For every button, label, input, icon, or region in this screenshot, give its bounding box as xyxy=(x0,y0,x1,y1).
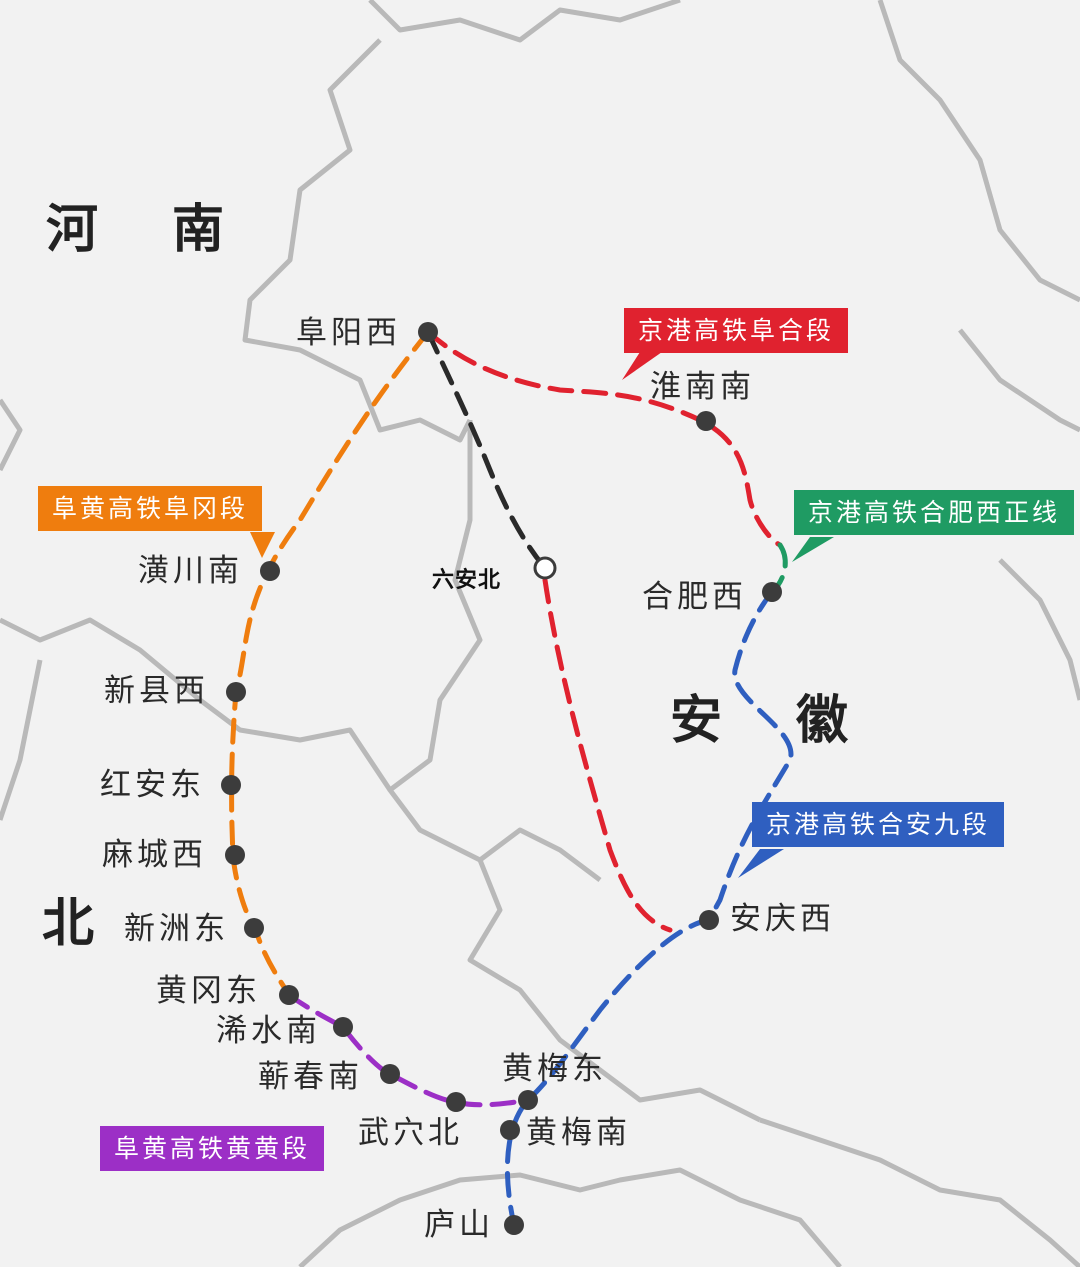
boundary-henan-anhui xyxy=(242,38,473,443)
station-label-xishui-nan: 浠水南 xyxy=(216,1013,321,1049)
station-dot-hongan-dong xyxy=(221,775,241,795)
station-dot-huainan-nan xyxy=(696,411,716,431)
label-pointers xyxy=(250,352,834,878)
station-label-huanggang-dong: 黄冈东 xyxy=(156,973,261,1009)
station-label-hefei-xi: 合肥西 xyxy=(642,579,747,615)
station-label-qichun-nan: 蕲春南 xyxy=(258,1059,363,1095)
region-anhui-char-2: 徽 xyxy=(796,690,849,751)
boundary-hubei-east xyxy=(467,859,762,1123)
station-label-lu-an-bei: 六安北 xyxy=(432,568,502,593)
station-dot-xinzhou-dong xyxy=(244,918,264,938)
boundary-west xyxy=(0,398,23,472)
station-label-huangmei-nan: 黄梅南 xyxy=(526,1115,631,1151)
station-dot-qichun-nan xyxy=(380,1064,400,1084)
boundary-north xyxy=(368,0,681,43)
region-henan-char-2: 南 xyxy=(172,199,225,260)
boundary-south xyxy=(298,1167,842,1267)
station-label-huainan-nan: 淮南南 xyxy=(650,369,755,405)
station-label-wuxue-bei: 武穴北 xyxy=(358,1115,463,1151)
station-dot-huangmei-nan xyxy=(500,1120,520,1140)
line-label-fuhuang-fugang: 阜黄高铁阜冈段 xyxy=(38,486,263,531)
station-dot-hefei-xi xyxy=(762,582,782,602)
station-dot-huangchuan-nan xyxy=(260,561,280,581)
pointer-jinggang-fuhe xyxy=(622,352,662,380)
line-fuhuang-huanghuang xyxy=(286,992,531,1108)
boundary-inner-west xyxy=(387,420,602,882)
station-dot-macheng-xi xyxy=(225,845,245,865)
pointer-fuhuang-fugang xyxy=(250,532,275,558)
station-label-anqing-xi: 安庆西 xyxy=(730,901,835,937)
boundary-east-3 xyxy=(998,558,1080,701)
station-label-macheng-xi: 麻城西 xyxy=(102,837,207,873)
boundary-east-2 xyxy=(958,328,1080,433)
region-henan-char-1: 河 xyxy=(46,199,99,260)
station-dot-lushan xyxy=(504,1215,524,1235)
station-dot-huanggang-dong xyxy=(279,985,299,1005)
station-label-hongan-dong: 红安东 xyxy=(100,767,205,803)
line-label-jinggang-heanjiu: 京港高铁合安九段 xyxy=(752,802,1005,847)
line-label-jinggang-hefei-xi: 京港高铁合肥西正线 xyxy=(794,490,1075,535)
station-label-huangmei-dong: 黄梅东 xyxy=(502,1051,607,1087)
line-fuhuang-fugang xyxy=(229,329,431,998)
station-dot-huangmei-dong xyxy=(518,1090,538,1110)
boundary-west-2 xyxy=(0,659,43,821)
line-jinggang-fuhe xyxy=(425,329,783,548)
station-dot-wuxue-bei xyxy=(446,1092,466,1112)
station-label-lushan: 庐山 xyxy=(424,1207,494,1243)
station-label-fuyang-xi: 阜阳西 xyxy=(296,315,401,351)
pointer-jinggang-hefei-xi xyxy=(792,537,834,562)
station-label-huangchuan-nan: 潢川南 xyxy=(138,553,243,589)
station-label-xinxian-xi: 新县西 xyxy=(104,673,209,709)
station-markers xyxy=(221,322,782,1235)
line-fuyang-luan xyxy=(425,329,548,571)
region-hubei-char: 北 xyxy=(42,893,95,954)
station-dot-fuyang-xi xyxy=(418,322,438,342)
line-label-fuhuang-huanghuang: 阜黄高铁黄黄段 xyxy=(100,1126,325,1171)
line-label-jinggang-fuhe: 京港高铁阜合段 xyxy=(624,308,849,353)
station-dot-xishui-nan xyxy=(333,1017,353,1037)
station-label-xinzhou-dong: 新洲东 xyxy=(124,911,229,947)
boundary-southeast xyxy=(759,1117,1080,1267)
region-anhui-char-1: 安 xyxy=(670,690,723,751)
boundary-east xyxy=(877,0,1080,303)
line-luan-anqing xyxy=(542,577,673,933)
boundary-henan-hubei xyxy=(0,617,393,792)
station-dot-lu-an-bei xyxy=(533,556,557,580)
pointer-jinggang-heanjiu xyxy=(738,849,784,878)
station-dot-anqing-xi xyxy=(699,910,719,930)
station-dot-xinxian-xi xyxy=(226,682,246,702)
